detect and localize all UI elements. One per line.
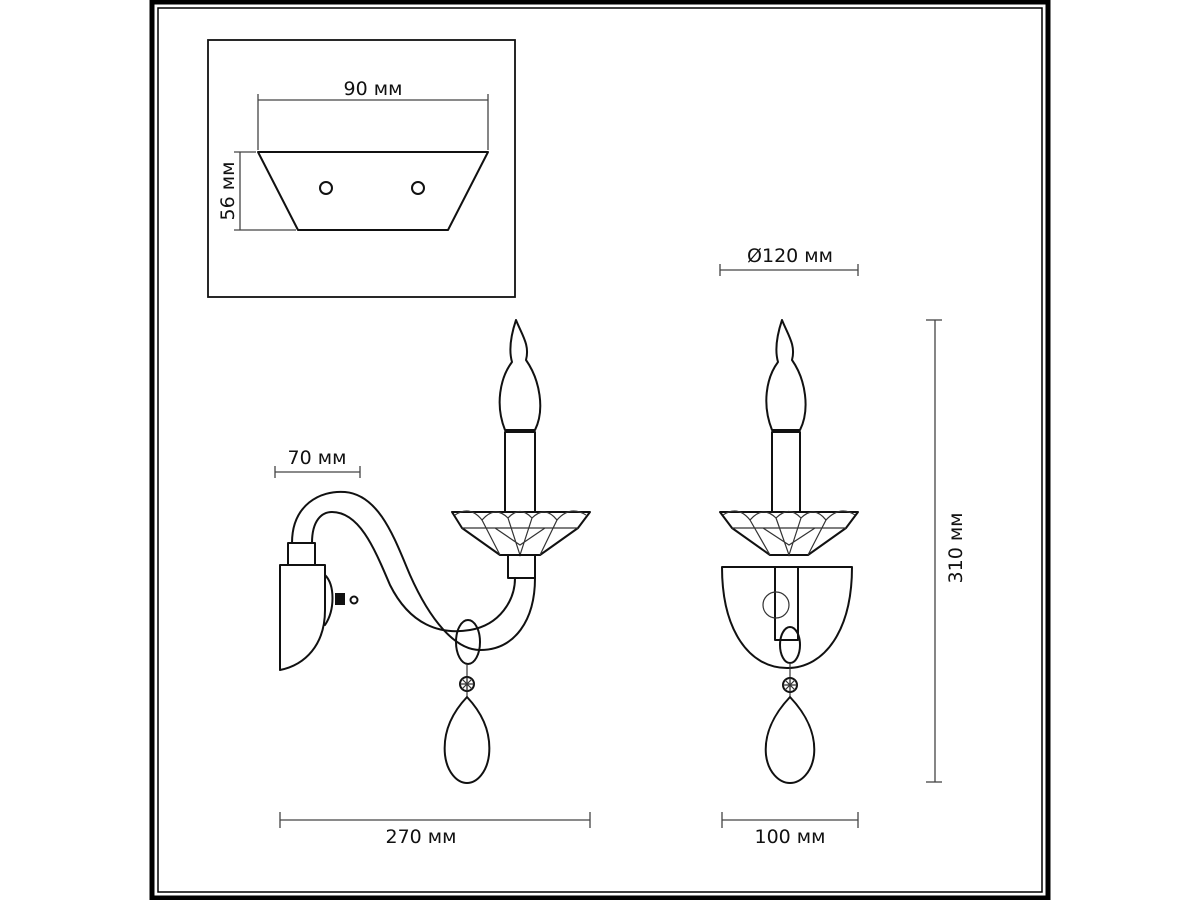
candle-socket xyxy=(507,554,536,579)
total-height-label: 310 мм xyxy=(945,513,967,584)
mount-hole xyxy=(319,181,333,195)
front-width-label: 100 мм xyxy=(755,826,826,848)
cup-diameter-label: Ø120 мм xyxy=(747,245,833,267)
candle-flame xyxy=(765,319,807,431)
candle-flame xyxy=(498,319,542,431)
candle-tube xyxy=(771,431,801,513)
crystal-cup xyxy=(451,510,591,557)
hanging-ring xyxy=(779,626,801,664)
dimension-total-height: 310 мм xyxy=(926,319,967,783)
front-view: Ø120 мм 100 мм 310 мм xyxy=(719,245,967,848)
crystal-drop xyxy=(764,696,816,784)
dimension-wall-offset: 70 мм xyxy=(274,447,361,478)
mount-hole xyxy=(411,181,425,195)
dimension-front-width: 100 мм xyxy=(721,812,859,848)
wall-bracket xyxy=(279,542,359,671)
dimension-mount-height: 56 мм xyxy=(217,151,296,231)
dimension-cup-diameter: Ø120 мм xyxy=(719,245,859,276)
mounting-plate-inset: 90 мм 56 мм xyxy=(207,39,516,298)
dimension-mount-width: 90 мм xyxy=(257,78,489,150)
mount-width-label: 90 мм xyxy=(344,78,403,100)
crystal-bead xyxy=(782,663,798,697)
drawing-frame xyxy=(149,0,1051,900)
side-view: 70 мм 270 мм xyxy=(274,319,591,848)
total-depth-label: 270 мм xyxy=(386,826,457,848)
hanging-ring xyxy=(455,619,481,665)
crystal-bead xyxy=(459,664,475,697)
candle-tube xyxy=(504,431,536,513)
wall-offset-label: 70 мм xyxy=(288,447,347,469)
back-plate xyxy=(721,566,853,669)
curved-arm xyxy=(291,490,536,651)
crystal-drop xyxy=(443,696,491,784)
dimension-total-depth: 270 мм xyxy=(279,812,591,848)
mount-height-label: 56 мм xyxy=(217,162,239,221)
candle-stem xyxy=(774,566,799,641)
crystal-cup xyxy=(719,510,859,557)
mounting-plate xyxy=(257,151,489,231)
